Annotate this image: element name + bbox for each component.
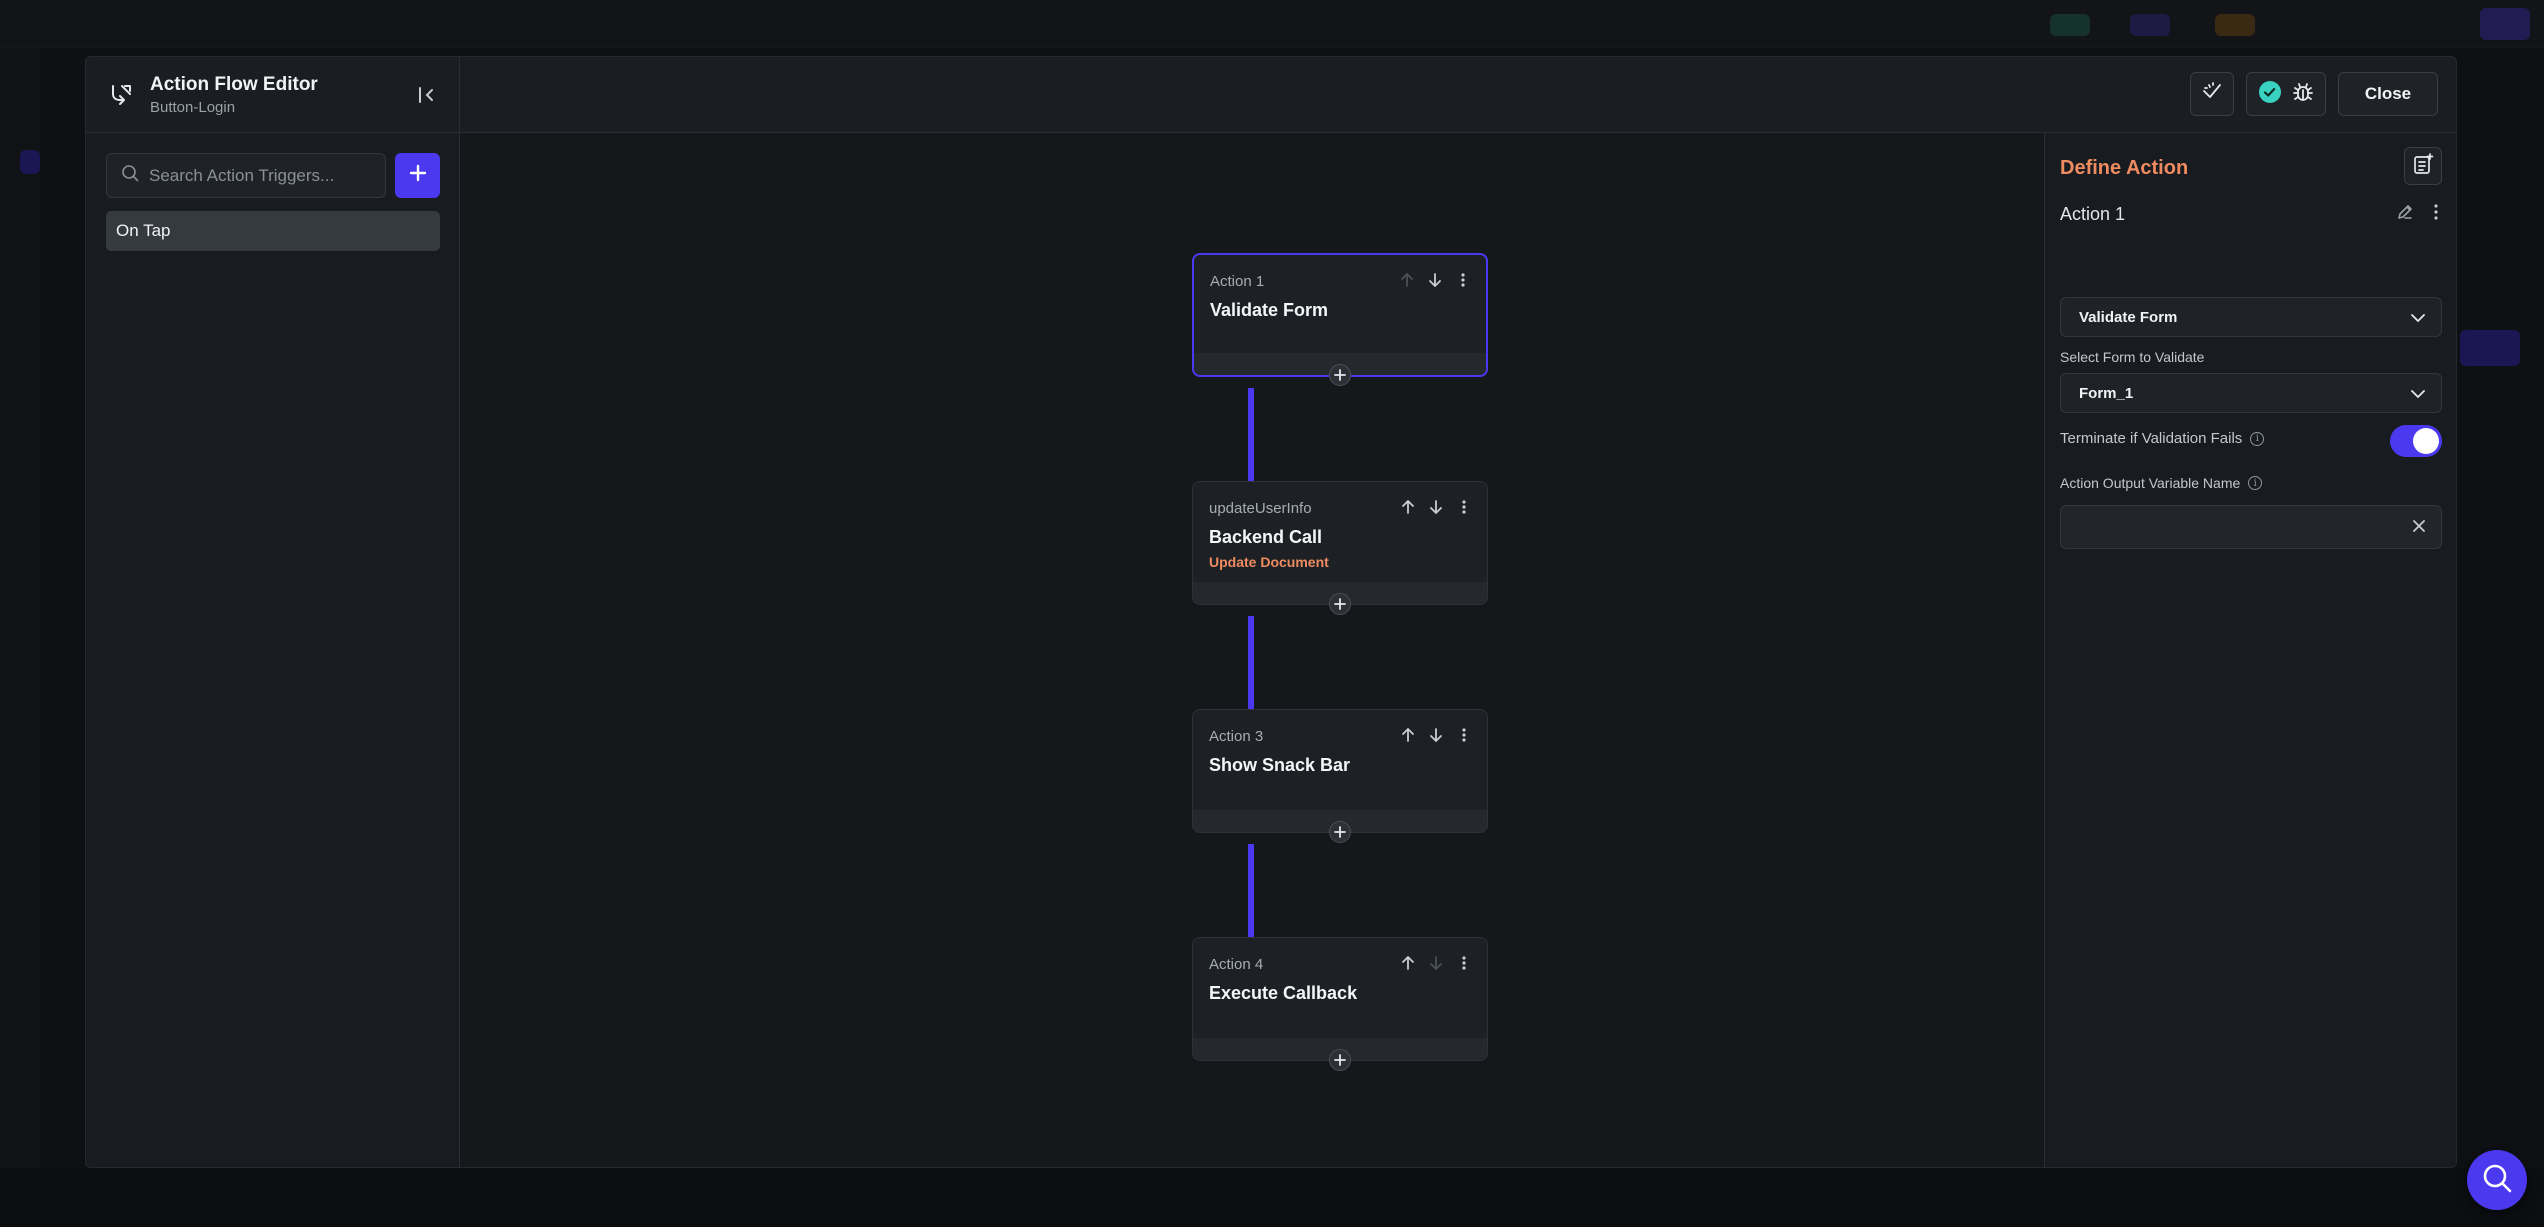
action-title: Backend Call xyxy=(1209,527,1323,547)
action-label: Action 4 xyxy=(1209,956,1264,973)
flow-connector xyxy=(1248,388,1254,490)
modal-header: Action Flow Editor Button-Login xyxy=(86,57,2456,133)
add-note-button[interactable] xyxy=(2404,147,2442,185)
arrow-down-icon[interactable] xyxy=(1427,726,1445,744)
wand-button[interactable] xyxy=(2190,72,2234,116)
terminate-toggle[interactable] xyxy=(2390,425,2442,457)
action-title: Execute Callback xyxy=(1209,983,1358,1003)
arrow-up-icon[interactable] xyxy=(1399,498,1417,516)
validation-debug-group[interactable] xyxy=(2246,72,2326,116)
backdrop-badge xyxy=(2050,14,2090,36)
flow-connector xyxy=(1248,844,1254,946)
more-vert-icon[interactable] xyxy=(1454,271,1472,289)
search-input[interactable] xyxy=(149,165,369,186)
add-trigger-button[interactable] xyxy=(395,153,440,198)
output-variable-input[interactable] xyxy=(2075,506,2395,546)
action-name: Action 1 xyxy=(2060,204,2126,224)
arrow-down-icon[interactable] xyxy=(1427,954,1445,972)
flow-icon xyxy=(104,78,138,112)
selected-form-value: Form_1 xyxy=(2079,384,2134,402)
output-variable-field[interactable] xyxy=(2060,505,2442,549)
define-action-title: Define Action xyxy=(2060,157,2189,179)
action-type-dropdown[interactable]: Validate Form xyxy=(2060,297,2442,337)
action-card-1[interactable]: Action 1 Validate Form xyxy=(1192,253,1488,386)
output-var-label: Action Output Variable Name i xyxy=(2060,475,2263,491)
check-icon[interactable] xyxy=(2258,80,2282,109)
plus-icon xyxy=(409,164,427,187)
action-subtitle: Update Document xyxy=(1209,554,1329,570)
header-title-area: Action Flow Editor Button-Login xyxy=(86,57,460,133)
backdrop-topbar xyxy=(0,0,2544,48)
trigger-search[interactable] xyxy=(106,153,386,198)
wand-icon xyxy=(2201,81,2223,108)
backdrop-badge xyxy=(2130,14,2170,36)
terminate-label: Terminate if Validation Fails i xyxy=(2060,430,2265,447)
help-search-icon xyxy=(2480,1161,2514,1200)
add-action-node[interactable] xyxy=(1329,821,1351,843)
close-button[interactable]: Close xyxy=(2338,72,2438,116)
define-action-panel: Define Action Action 1 Validate Form xyxy=(2044,133,2456,1167)
add-note-icon xyxy=(2412,152,2434,180)
info-icon[interactable]: i xyxy=(2248,476,2263,490)
flow-connector xyxy=(1248,616,1254,718)
form-dropdown[interactable]: Form_1 xyxy=(2060,373,2442,413)
search-icon xyxy=(121,164,139,187)
header-actions: Close xyxy=(2190,72,2438,116)
action-title: Show Snack Bar xyxy=(1209,755,1351,775)
arrow-up-icon[interactable] xyxy=(1399,726,1417,744)
add-action-node[interactable] xyxy=(1329,364,1351,386)
add-action-node[interactable] xyxy=(1329,1049,1351,1071)
chevron-down-icon xyxy=(2409,385,2427,407)
arrow-up-icon[interactable] xyxy=(1398,271,1416,289)
clear-icon[interactable] xyxy=(2411,518,2427,539)
help-search-button[interactable] xyxy=(2467,1150,2527,1210)
select-form-label: Select Form to Validate xyxy=(2060,349,2205,365)
bug-icon[interactable] xyxy=(2292,81,2314,108)
flow-canvas: Action 1 Validate Form updateUserInfo Ba… xyxy=(460,133,2044,1167)
backdrop-left-rail xyxy=(0,48,40,1227)
arrow-down-icon[interactable] xyxy=(1426,271,1444,289)
arrow-down-icon[interactable] xyxy=(1427,498,1445,516)
triggers-panel: On Tap xyxy=(86,133,460,1167)
action-card-2[interactable]: updateUserInfo Backend Call Update Docum… xyxy=(1192,481,1488,615)
action-label: Action 1 xyxy=(1210,273,1265,290)
backdrop-badge xyxy=(2215,14,2255,36)
action-label: updateUserInfo xyxy=(1209,500,1312,517)
more-vert-icon[interactable] xyxy=(1455,954,1473,972)
add-action-node[interactable] xyxy=(1329,593,1351,615)
info-icon[interactable]: i xyxy=(2250,431,2265,446)
action-flow-editor-modal: Action Flow Editor Button-Login xyxy=(85,56,2457,1168)
action-card-4[interactable]: Action 4 Execute Callback xyxy=(1192,937,1488,1071)
action-title: Validate Form xyxy=(1210,300,1329,320)
backdrop-panel-button xyxy=(2460,330,2520,366)
backdrop-rail-active xyxy=(20,150,40,174)
editor-subtitle: Button-Login xyxy=(150,99,236,116)
action-label: Action 3 xyxy=(1209,728,1264,745)
action-type-value: Validate Form xyxy=(2079,308,2178,326)
chevron-down-icon xyxy=(2409,309,2427,331)
collapse-panel-button[interactable] xyxy=(413,81,441,109)
more-vert-icon[interactable] xyxy=(1455,498,1473,516)
backdrop-bottom xyxy=(0,1168,2544,1227)
edit-icon[interactable] xyxy=(2396,203,2414,226)
more-vert-icon[interactable] xyxy=(2428,203,2444,226)
editor-title: Action Flow Editor xyxy=(150,74,318,95)
more-vert-icon[interactable] xyxy=(1455,726,1473,744)
arrow-up-icon[interactable] xyxy=(1399,954,1417,972)
backdrop-button xyxy=(2480,8,2530,40)
trigger-on-tap[interactable]: On Tap xyxy=(106,211,440,251)
action-card-3[interactable]: Action 3 Show Snack Bar xyxy=(1192,709,1488,843)
